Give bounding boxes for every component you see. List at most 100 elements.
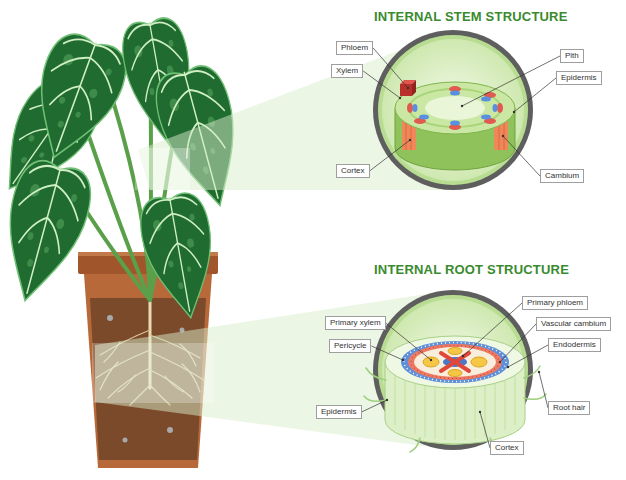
part-label: Xylem [336,66,358,76]
flower-pot [167,427,173,433]
plant-leaves [136,190,224,324]
leader-line [539,372,548,408]
part-label: Cortex [495,443,519,453]
part-label-box: Primary phloem [522,296,588,310]
part-label-box: Primary xylem [325,316,386,330]
part-label: Pericycle [334,341,366,351]
leader-dot [502,135,504,137]
stem-cross-section [409,89,501,127]
zoom-beam [135,148,190,190]
part-label: Pith [565,51,579,61]
stem-cross-section [450,121,460,126]
root-cross-section [364,396,386,401]
stem-cross-section [378,35,528,185]
root-cross-section [366,368,386,380]
stem-cross-section [407,103,413,113]
part-label: Phloem [341,43,368,53]
root-cross-section [465,388,466,440]
part-label-box: Epidermis [556,71,602,85]
leader-dot [538,371,540,373]
stem-cross-section [373,30,533,190]
part-label-box: Pericycle [329,339,371,353]
part-label-box: Vascular cambium [536,317,611,331]
stem-cross-section [419,115,429,120]
root-cross-section [410,438,420,452]
leader-line [514,78,556,112]
stem-cross-section [425,96,485,120]
part-label: Cambium [545,171,579,181]
leader-line [480,412,490,448]
leader-dot [462,355,464,357]
part-label-box: Root hair [548,401,590,415]
leader-dot [430,359,432,361]
root-cross-section [515,375,516,425]
leader-dot [479,411,481,413]
root-cross-section [495,384,496,434]
root-cross-section [455,388,456,440]
part-label-box: Cortex [490,441,524,455]
root-cross-section [524,366,540,378]
part-label: Epidermis [561,73,597,83]
leader-dot [409,139,411,141]
root-cross-section [475,388,476,439]
part-label: Primary phloem [527,298,583,308]
leader-line [500,324,536,362]
root-cross-section [423,357,439,367]
flower-pot [123,438,128,443]
root-cross-section [448,370,462,377]
leader-line [370,140,410,171]
leader-dot [499,361,501,363]
leader-dot [399,97,401,99]
root-cross-section [404,343,506,382]
root-cross-section [441,353,469,371]
plant-leaves [0,155,98,310]
stem-cross-section [373,30,533,190]
root-cross-section [425,386,426,437]
leader-line [386,323,431,360]
leader-dot [461,105,463,107]
stem-cross-section [382,39,524,181]
section-heading: INTERNAL STEM STRUCTURE [370,8,568,26]
part-label: Root hair [553,403,585,413]
root-cross-section [378,295,528,445]
leader-dot [513,111,515,113]
part-label-box: Epidermis [316,405,362,419]
root-cross-section [415,384,416,434]
leader-dot [386,399,388,401]
leader-line [371,346,403,360]
leader-dot [407,87,409,89]
part-label-box: Endodermis [548,338,601,352]
part-label: Epidermis [321,407,357,417]
root-cross-section [405,380,406,430]
root-cross-section [414,347,496,377]
part-label-box: Cambium [540,169,584,183]
part-label: Vascular cambium [541,319,606,329]
root-cross-section [524,394,546,399]
leader-line [508,345,548,367]
part-label: Endodermis [553,340,596,350]
stem-cross-section [450,91,460,96]
root-cross-section [435,388,436,439]
leader-line [462,56,560,106]
leader-dot [402,359,404,361]
section-panel: INTERNAL STEM STRUCTURE [370,8,568,26]
root-cross-section [411,346,499,379]
plant-leaves [17,27,135,171]
part-label-box: Pith [560,49,584,63]
part-label-box: Phloem [336,41,373,55]
stem-cross-section [481,97,491,102]
root-cross-section [364,290,546,452]
root-cross-section [445,388,446,440]
zoom-beam [92,343,214,403]
stem-cross-section [413,104,418,112]
root-cross-section [471,357,487,367]
root-cross-section [401,341,509,383]
flower-pot [107,315,113,321]
stem-cross-section [497,103,503,113]
root-cross-section [373,290,533,450]
leader-dot [507,366,509,368]
leader-line [503,136,540,176]
stem-cross-section [481,115,491,120]
part-label: Cortex [341,166,365,176]
